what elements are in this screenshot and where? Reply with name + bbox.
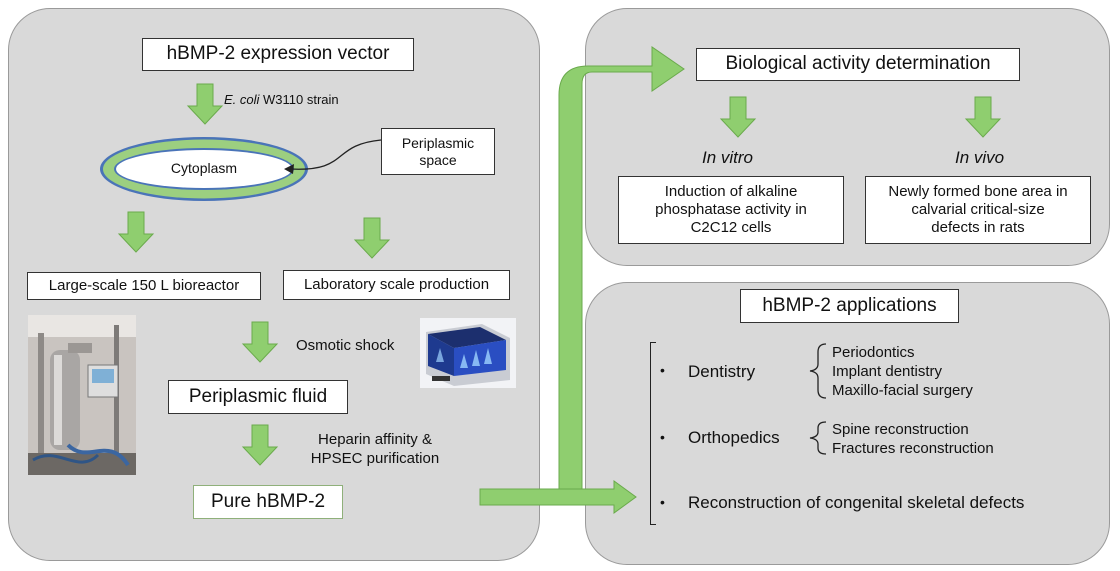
dentistry-label: Dentistry bbox=[688, 362, 756, 381]
in-vitro-line1: Induction of alkaline bbox=[664, 183, 798, 200]
dentistry-item: Implant dentistry bbox=[832, 363, 943, 380]
orthopedics-label: Orthopedics bbox=[688, 428, 780, 447]
arrow-to-activity bbox=[558, 46, 685, 490]
congenital-label: Reconstruction of congenital skeletal de… bbox=[688, 493, 1025, 512]
bioreactor-illustration bbox=[28, 315, 136, 475]
large-scale-box: Large-scale 150 L bioreactor bbox=[27, 272, 261, 300]
applications-panel bbox=[585, 282, 1110, 565]
orthopedics-brace bbox=[809, 421, 827, 455]
periplasmic-space-line2: space bbox=[419, 151, 457, 168]
expression-vector-box: hBMP-2 expression vector bbox=[142, 38, 414, 71]
in-vivo-box: Newly formed bone area in calvarial crit… bbox=[865, 176, 1091, 244]
bullet-congenital: • bbox=[660, 494, 665, 510]
shaker-illustration bbox=[420, 318, 516, 388]
bullet-dentistry: • bbox=[660, 362, 665, 378]
in-vivo-line1: Newly formed bone area in bbox=[888, 183, 1068, 200]
periplasmic-pointer-head bbox=[284, 164, 294, 174]
in-vivo-line2: calvarial critical-size bbox=[911, 201, 1045, 218]
purification-line1: Heparin affinity & bbox=[318, 431, 432, 448]
in-vivo-label: In vivo bbox=[955, 148, 1005, 167]
bullet-orthopedics: • bbox=[660, 429, 665, 445]
dentistry-item: Periodontics bbox=[832, 344, 915, 361]
list-bracket-top bbox=[650, 342, 656, 343]
strain-species: E. coli bbox=[224, 92, 260, 107]
in-vitro-line3: C2C12 cells bbox=[690, 219, 772, 236]
orthopedics-items: Spine reconstruction Fractures reconstru… bbox=[832, 420, 994, 458]
shaker-photo bbox=[420, 318, 516, 388]
arrow-to-applications bbox=[479, 480, 637, 514]
in-vitro-box: Induction of alkaline phosphatase activi… bbox=[618, 176, 844, 244]
list-bracket-bottom bbox=[650, 524, 656, 525]
dentistry-items: Periodontics Implant dentistry Maxillo-f… bbox=[832, 343, 973, 400]
activity-title-box: Biological activity determination bbox=[696, 48, 1020, 81]
periplasmic-pointer-line bbox=[289, 139, 382, 170]
cytoplasm-label: Cytoplasm bbox=[170, 160, 238, 176]
strain-name: W3110 strain bbox=[259, 92, 339, 107]
periplasmic-space-line1: Periplasmic bbox=[401, 134, 475, 151]
orthopedics-item: Spine reconstruction bbox=[832, 421, 969, 438]
cytoplasm-area bbox=[116, 150, 292, 188]
periplasmic-fluid-box: Periplasmic fluid bbox=[168, 380, 348, 414]
in-vitro-label: In vitro bbox=[702, 148, 754, 167]
bioreactor-photo bbox=[28, 315, 136, 475]
strain-label: E. coli W3110 strain bbox=[224, 92, 339, 108]
in-vitro-line2: phosphatase activity in bbox=[655, 201, 807, 218]
dentistry-brace bbox=[809, 343, 827, 399]
periplasmic-space-box: Periplasmic space bbox=[381, 128, 495, 175]
osmotic-shock-label: Osmotic shock bbox=[296, 337, 395, 354]
purification-line2: HPSEC purification bbox=[310, 449, 440, 467]
applications-title-box: hBMP-2 applications bbox=[740, 289, 959, 323]
pure-hbmp2-box: Pure hBMP-2 bbox=[193, 485, 343, 519]
dentistry-item: Maxillo-facial surgery bbox=[832, 382, 973, 399]
list-bracket bbox=[650, 342, 651, 524]
in-vivo-line3: defects in rats bbox=[931, 219, 1025, 236]
orthopedics-item: Fractures reconstruction bbox=[832, 440, 994, 457]
purification-label: Heparin affinity & HPSEC purification bbox=[290, 431, 460, 469]
lab-scale-box: Laboratory scale production bbox=[283, 270, 510, 300]
